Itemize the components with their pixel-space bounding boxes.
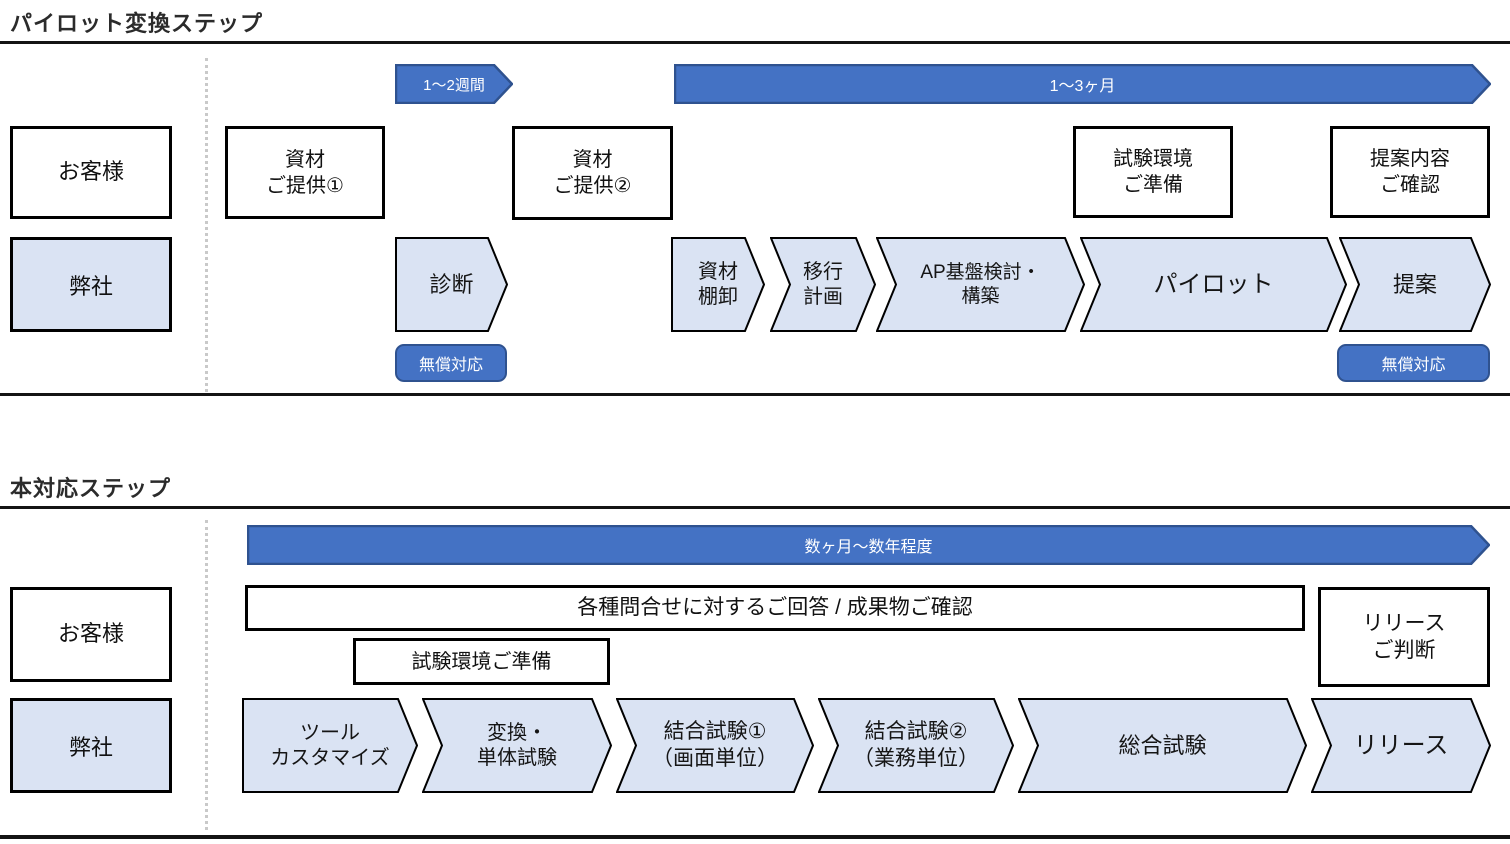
pilot-customer-row-label: お客様	[10, 126, 172, 219]
step-label: 総合試験	[1118, 732, 1207, 758]
pilot-box-materials-1: 資材 ご提供①	[225, 126, 385, 219]
step-label: リリース	[1353, 731, 1449, 759]
pilot-step-pilot: パイロット	[1080, 237, 1347, 332]
chevron-right-icon	[1080, 237, 1347, 332]
main-step-system-test: 総合試験	[1018, 698, 1307, 793]
step-label: 変換・ 単体試験	[477, 721, 557, 769]
chevron-right-icon	[1018, 698, 1307, 793]
pilot-company-row-label: 弊社	[10, 237, 172, 332]
arrow-right-icon	[674, 64, 1491, 104]
pilot-timeline-arrow-short: 1～2週間	[395, 64, 513, 104]
main-title-underline	[0, 506, 1510, 509]
pilot-section-title: パイロット変換ステップ	[10, 11, 264, 36]
pilot-guide-dotted-line	[205, 58, 208, 392]
main-step-integration-test-2: 結合試験② （業務単位）	[818, 698, 1014, 793]
chevron-right-icon	[422, 698, 612, 793]
step-label: 提案	[1392, 271, 1437, 297]
chevron-right-icon	[1311, 698, 1491, 793]
pilot-step-inventory: 資材 棚卸	[671, 237, 765, 332]
pilot-box-proposal-confirm: 提案内容 ご確認	[1330, 126, 1490, 218]
step-label: 診断	[429, 271, 474, 297]
step-label: 移行 計画	[803, 260, 843, 308]
main-timeline-arrow: 数ヶ月～数年程度	[247, 525, 1490, 565]
section-divider-line	[0, 393, 1510, 396]
pilot-step-diagnosis: 診断	[395, 237, 508, 332]
bottom-border-line	[0, 835, 1510, 839]
main-box-release-decision: リリース ご判断	[1318, 587, 1490, 687]
main-step-release: リリース	[1311, 698, 1491, 793]
main-section-title: 本対応ステップ	[10, 476, 172, 501]
pilot-box-test-env: 試験環境 ご準備	[1073, 126, 1233, 218]
chevron-right-icon	[395, 237, 508, 332]
main-step-tool-customize: ツール カスタマイズ	[242, 698, 418, 793]
arrow-right-icon	[395, 64, 513, 104]
main-customer-row-label: お客様	[10, 587, 172, 682]
chevron-right-icon	[770, 237, 876, 332]
free-support-badge-left: 無償対応	[395, 344, 507, 382]
timeline-label: 1～3ヶ月	[1049, 78, 1116, 95]
main-step-convert-unit-test: 変換・ 単体試験	[422, 698, 612, 793]
chevron-right-icon	[818, 698, 1014, 793]
pilot-box-materials-2: 資材 ご提供②	[512, 126, 673, 220]
main-step-integration-test-1: 結合試験① （画面単位）	[616, 698, 814, 793]
timeline-label: 1～2週間	[423, 76, 485, 94]
step-label: 結合試験② （業務単位）	[853, 720, 979, 770]
chevron-right-icon	[242, 698, 418, 793]
step-label: 資材 棚卸	[698, 260, 738, 308]
chevron-right-icon	[671, 237, 765, 332]
step-label: 結合試験① （画面単位）	[652, 720, 778, 770]
pilot-title-underline	[0, 41, 1510, 44]
main-company-row-label: 弊社	[10, 698, 172, 793]
pilot-step-ap-platform: AP基盤検討・ 構築	[876, 237, 1085, 332]
pilot-step-proposal: 提案	[1339, 237, 1491, 332]
chevron-right-icon	[1339, 237, 1491, 332]
main-guide-dotted-line	[205, 520, 208, 830]
step-label: ツール カスタマイズ	[270, 721, 390, 769]
chevron-right-icon	[616, 698, 814, 793]
free-support-badge-right: 無償対応	[1337, 344, 1490, 382]
step-label: AP基盤検討・ 構築	[920, 261, 1041, 307]
chevron-right-icon	[876, 237, 1085, 332]
step-label: パイロット	[1153, 270, 1274, 298]
timeline-label: 数ヶ月～数年程度	[804, 539, 933, 556]
pilot-step-migration-plan: 移行 計画	[770, 237, 876, 332]
arrow-right-icon	[247, 525, 1490, 565]
main-box-inquiry-response: 各種問合せに対するご回答 / 成果物ご確認	[245, 585, 1305, 631]
main-box-test-env: 試験環境ご準備	[353, 638, 610, 685]
pilot-timeline-arrow-long: 1～3ヶ月	[674, 64, 1491, 104]
